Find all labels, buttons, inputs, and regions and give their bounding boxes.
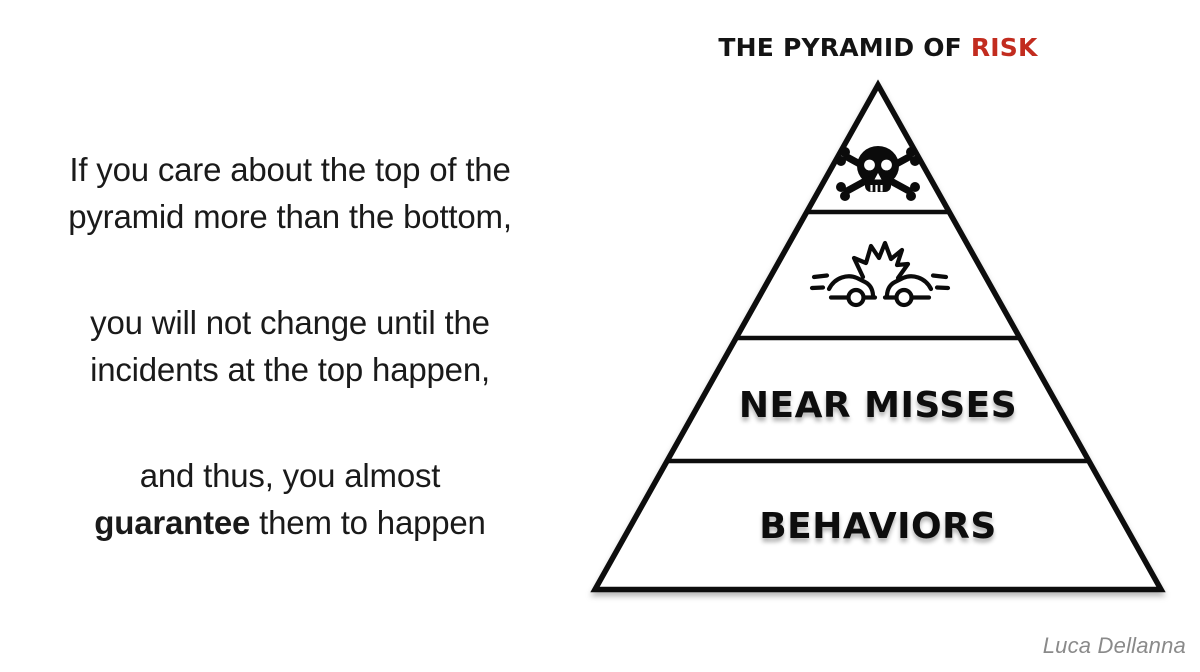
quote-line: incidents at the top happen, — [90, 351, 490, 388]
quote-paragraph-2: you will not change until the incidents … — [18, 299, 562, 393]
tier-label-behaviors: BEHAVIORS — [759, 506, 997, 547]
quote-line: you will not change until the — [90, 304, 490, 341]
page-title-highlight: RISK — [970, 33, 1038, 62]
quote-emphasis: guarantee — [94, 504, 251, 541]
quote-block: If you care about the top of the pyramid… — [18, 146, 562, 546]
author-signature: Luca Dellanna — [1042, 633, 1186, 658]
car-crash-icon — [809, 240, 951, 308]
quote-line: pyramid more than the bottom, — [68, 198, 512, 235]
quote-line: If you care about the top of the — [69, 151, 511, 188]
quote-line: and thus, you almost — [139, 457, 441, 494]
quote-line-rest: them to happen — [259, 504, 486, 541]
page-title: THE PYRAMID OF RISK — [578, 33, 1178, 62]
quote-paragraph-1: If you care about the top of the pyramid… — [18, 146, 562, 240]
tier-label-near-misses: NEAR MISSES — [738, 385, 1018, 426]
quote-paragraph-3: and thus, you almost guarantee them to h… — [18, 452, 562, 546]
page-title-prefix: THE PYRAMID OF — [718, 33, 962, 62]
skull-crossbones-icon — [836, 146, 920, 201]
quote-line: guarantee them to happen — [18, 499, 562, 546]
